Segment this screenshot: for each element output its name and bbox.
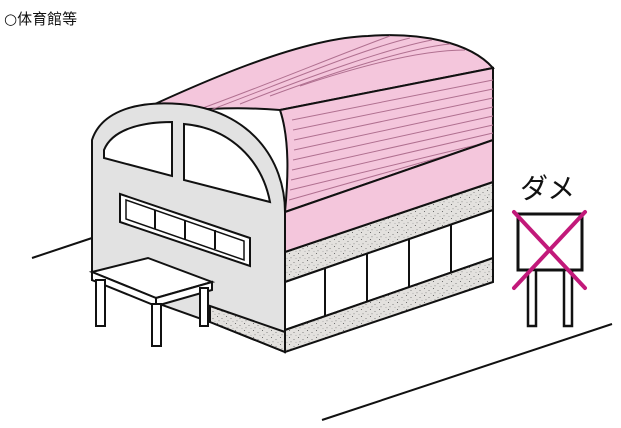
- sign-post-right: [564, 270, 572, 326]
- canopy-leg-back: [200, 288, 208, 326]
- sign-label: ダメ: [520, 172, 575, 205]
- front-wall: [92, 103, 285, 352]
- road-line-front: [322, 324, 612, 420]
- canopy-leg-front-left: [96, 280, 105, 326]
- sign-board: [518, 214, 582, 270]
- prohibited-sign: ダメ: [514, 172, 585, 326]
- canopy-leg-front-right: [152, 304, 161, 346]
- road-line-left: [32, 238, 92, 258]
- sign-post-left: [528, 270, 536, 326]
